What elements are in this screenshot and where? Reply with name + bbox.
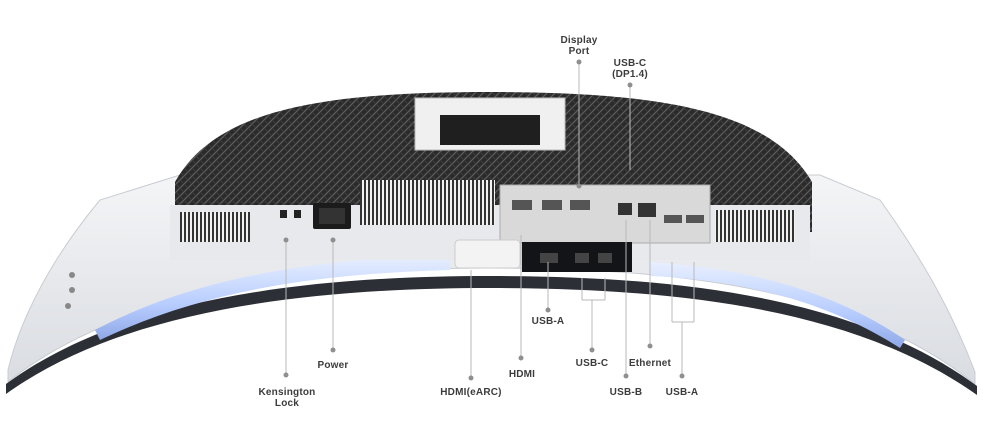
label-usb-c-dp: USB-C (DP1.4) (612, 58, 648, 80)
label-display-port: Display Port (560, 35, 598, 57)
upper-port-block (499, 184, 711, 244)
usba-port-r2 (686, 215, 704, 223)
hdmi-mount (454, 239, 521, 269)
dp-port-3 (570, 200, 590, 210)
label-usb-b: USB-B (609, 387, 643, 398)
label-power: Power (317, 360, 349, 371)
kensington-slot (280, 210, 287, 218)
backlight-left (95, 255, 450, 340)
backlight-right (650, 262, 905, 348)
side-button-3 (65, 303, 71, 309)
side-button-2 (69, 287, 75, 293)
label-usb-a-left: USB-A (531, 316, 565, 327)
dp-port-1 (512, 200, 532, 210)
hub-usbc-2 (598, 253, 612, 263)
usba-port-r1 (664, 215, 682, 223)
hub-usba (540, 253, 558, 263)
ethernet-port (638, 203, 656, 217)
label-usb-c: USB-C (575, 358, 609, 369)
leader-lines (283, 59, 695, 381)
label-ethernet: Ethernet (628, 358, 672, 369)
usbb-port (618, 203, 632, 215)
label-kensington-lock: Kensington Lock (258, 387, 316, 409)
label-usb-a-right: USB-A (665, 387, 699, 398)
side-button-1 (69, 272, 75, 278)
label-hdmi-earc: HDMI(eARC) (440, 387, 502, 398)
hub-usbc-1 (575, 253, 589, 263)
label-hdmi: HDMI (508, 369, 536, 380)
kensington-slot-2 (294, 210, 301, 218)
dp-port-2 (542, 200, 562, 210)
